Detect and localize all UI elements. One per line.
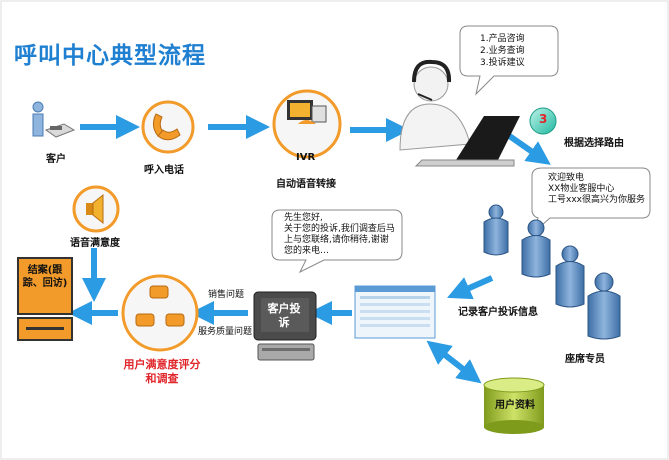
- survey-label: 用户满意度评分和调查: [123, 358, 201, 385]
- customer-line-4: 您的来电…: [284, 246, 330, 256]
- complaint-screen-label: 客户投诉: [267, 302, 301, 329]
- ivr-badge: IVR: [296, 152, 316, 163]
- agent-figure: [521, 219, 551, 278]
- agents-label: 座席专员: [565, 354, 605, 365]
- database-icon: [483, 377, 545, 434]
- phone-cluster-icon: [135, 285, 185, 327]
- arrow-agents-to-record: [447, 275, 494, 300]
- agent-bubble: [531, 167, 651, 234]
- customer-line-2: 关于您的投诉,我们调查后马: [284, 224, 395, 234]
- ivr-machine-icon: [287, 100, 327, 124]
- route-label: 根据选择路由: [564, 138, 624, 149]
- call-in-label: 呼入电话: [144, 165, 184, 176]
- agent-figure: [483, 204, 509, 256]
- arrow-record-db: [426, 340, 482, 384]
- close-case-box: [17, 257, 73, 341]
- menu-bubble: [459, 25, 559, 96]
- sales-label: 销售问题: [208, 290, 245, 300]
- voice-sat-label: 语音满意度: [70, 238, 120, 249]
- step-badge-3: [529, 107, 557, 135]
- agents-group: [483, 204, 621, 340]
- customer-line-3: 上与您联络,请你稍待,谢谢: [284, 235, 389, 245]
- flow-arrows: [68, 115, 551, 384]
- customer-label: 客户: [46, 154, 66, 165]
- menu-item-3: 3.投诉建议: [480, 58, 525, 68]
- phone-handset-icon: [152, 113, 181, 141]
- diagram-title: 呼叫中心典型流程: [14, 43, 206, 69]
- agent-line-3: 工号xxx很高兴为你服务: [548, 195, 645, 205]
- customer-bubble: [271, 209, 403, 274]
- close-case-label: 结案(跟踪、回访): [22, 265, 68, 289]
- record-window: [354, 285, 436, 339]
- speaker-icon: [86, 193, 104, 225]
- ivr-label: 自动语音转接: [276, 179, 336, 190]
- operator-icon: [399, 59, 520, 167]
- customer-icon: [32, 101, 76, 138]
- phone-call-circle: [141, 100, 195, 154]
- agent-line-2: XX物业客服中心: [548, 184, 615, 194]
- agent-line-1: 欢迎致电: [548, 173, 585, 183]
- menu-item-2: 2.业务查询: [480, 46, 525, 56]
- user-data-label: 用户资料: [495, 400, 535, 411]
- survey-circle: [121, 274, 199, 352]
- customer-line-1: 先生您好,: [284, 213, 323, 223]
- agent-figure: [587, 272, 621, 340]
- record-label: 记录客户投诉信息: [458, 307, 538, 318]
- service-label: 服务质量问题: [198, 327, 253, 337]
- menu-item-1: 1.产品咨询: [480, 34, 525, 44]
- agent-figure: [555, 245, 585, 308]
- computer-icon: [253, 291, 317, 361]
- arrow-operator-to-route: [506, 132, 551, 165]
- step-badge-text: 3: [539, 112, 548, 126]
